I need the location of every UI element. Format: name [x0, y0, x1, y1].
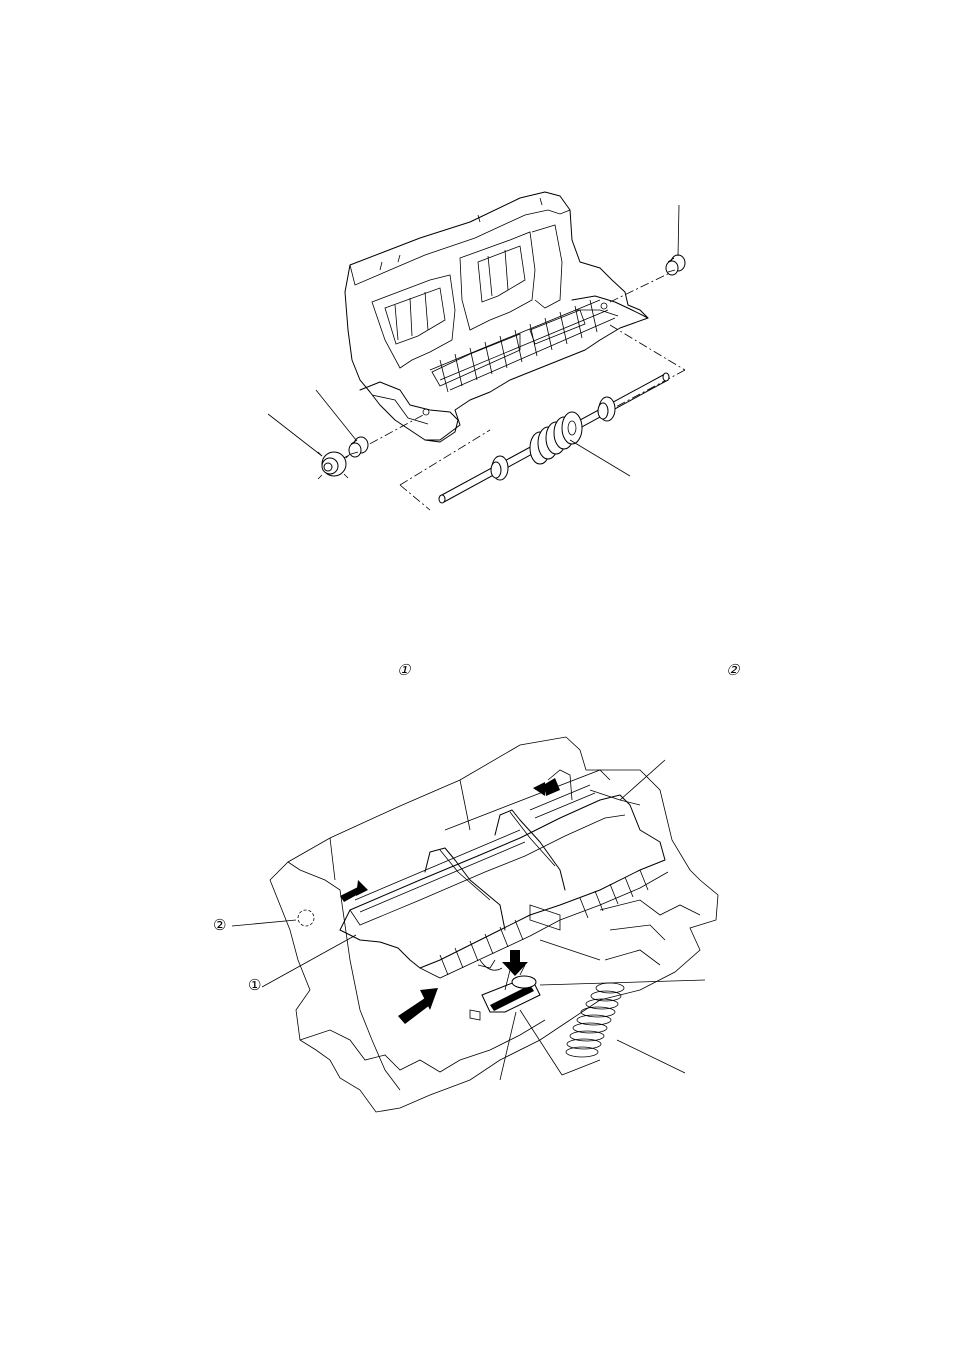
gear-icon — [318, 452, 350, 479]
feed-roller-shaft — [439, 373, 669, 503]
left-bushing-icon — [349, 437, 368, 457]
hole-marker-circle — [298, 910, 314, 926]
step-marker-2: ② — [726, 663, 739, 678]
step-marker-1: ① — [397, 663, 410, 678]
slide-arrow-left-icon — [533, 778, 560, 796]
slide-arrow-up-icon — [340, 880, 368, 902]
push-arrow-down-icon — [502, 950, 528, 976]
spring-icon — [566, 983, 624, 1057]
right-bushing-icon — [666, 255, 685, 275]
lift-arrow-icon — [398, 988, 438, 1024]
callout-marker-1: ① — [248, 978, 261, 993]
callout-marker-2: ② — [213, 918, 226, 933]
